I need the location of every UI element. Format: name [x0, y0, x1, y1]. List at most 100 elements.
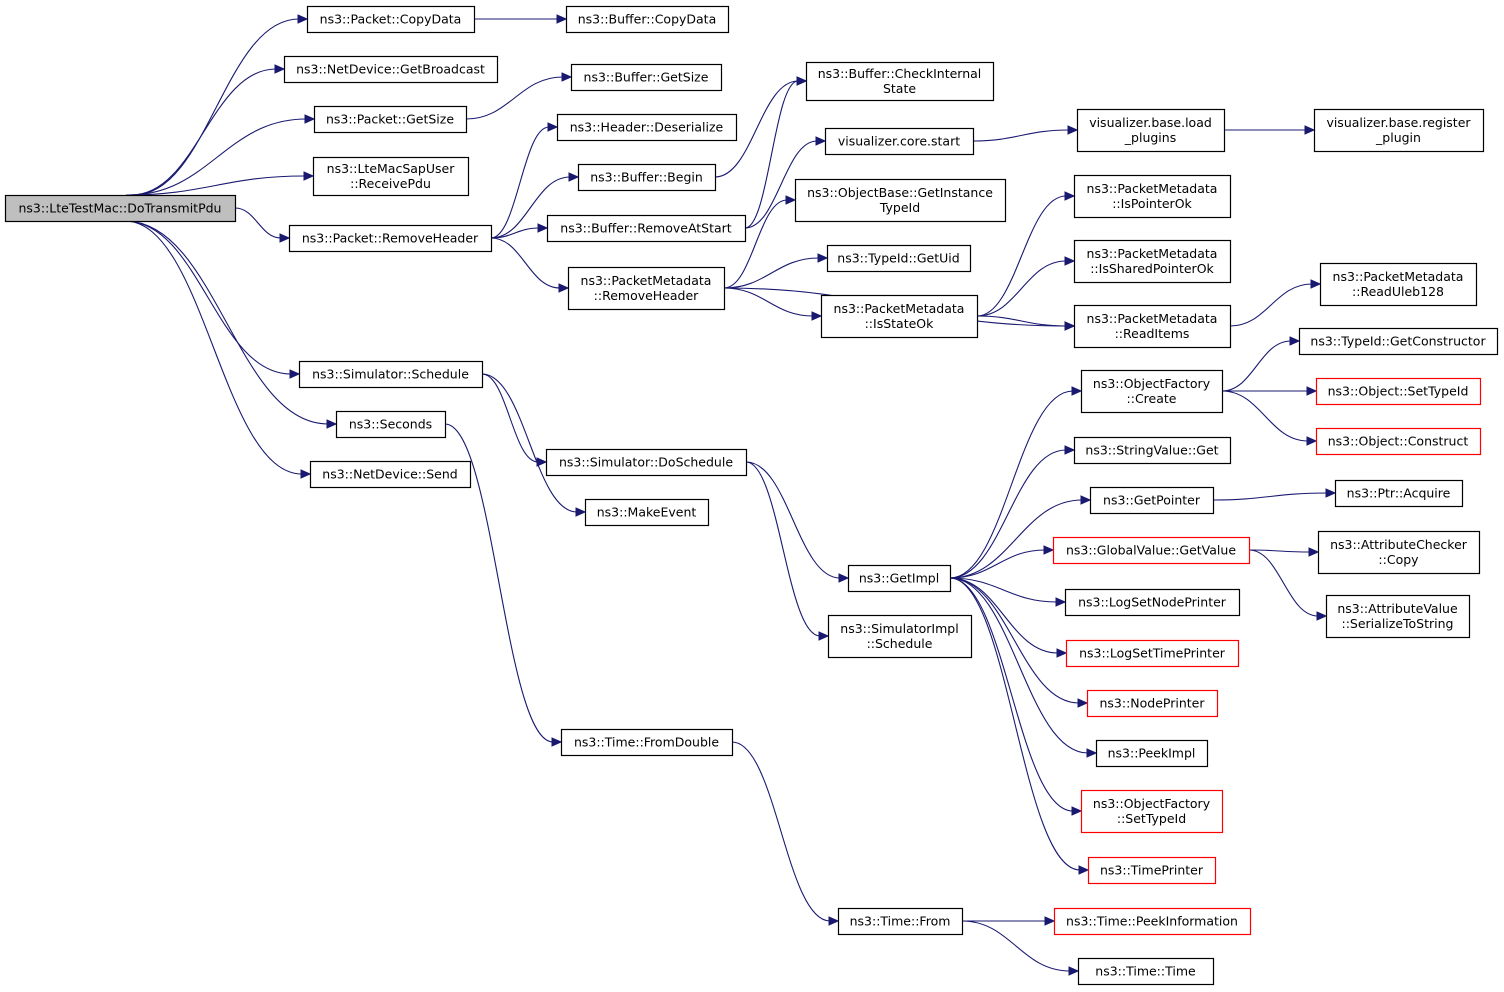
node-buffer-begin[interactable]: ns3::Buffer::Begin — [577, 163, 717, 192]
node-getimpl[interactable]: ns3::GetImpl — [847, 564, 952, 593]
arrowhead — [1064, 191, 1076, 201]
node-label: ns3::Time::Time — [1095, 964, 1196, 979]
node-box — [565, 5, 730, 34]
node-buffer-copydata[interactable]: ns3::Buffer::CopyData — [565, 5, 730, 34]
node-simulator-doschedule[interactable]: ns3::Simulator::DoSchedule — [545, 448, 748, 477]
node-box — [1325, 594, 1471, 639]
node-label: ns3::Packet::GetSize — [326, 112, 454, 127]
edge-pm-isstateok-to-pm-readitems — [976, 315, 1076, 331]
edge-root-to-netdevice-send — [124, 220, 312, 479]
arrowhead — [568, 172, 580, 182]
node-vis-base-load-plugins[interactable]: visualizer.base.load_plugins — [1076, 108, 1226, 153]
node-nodeprinter[interactable]: ns3::NodePrinter — [1086, 689, 1219, 718]
node-makeevent[interactable]: ns3::MakeEvent — [584, 498, 710, 527]
node-object-construct[interactable]: ns3::Object::Construct — [1315, 427, 1482, 456]
node-packet-getsize[interactable]: ns3::Packet::GetSize — [313, 105, 468, 134]
node-label: ns3::AttributeChecker — [1330, 537, 1468, 552]
node-objectfactory-settypeid[interactable]: ns3::ObjectFactory::SetTypeId — [1080, 789, 1224, 834]
node-globalvalue-getvalue[interactable]: ns3::GlobalValue::GetValue — [1052, 536, 1251, 565]
node-getpointer[interactable]: ns3::GetPointer — [1089, 486, 1215, 515]
node-root[interactable]: ns3::LteTestMac::DoTransmitPdu — [4, 194, 237, 223]
node-attributechecker-copy[interactable]: ns3::AttributeChecker::Copy — [1317, 530, 1481, 575]
arrowhead — [297, 14, 309, 24]
node-time-fromdouble[interactable]: ns3::Time::FromDouble — [560, 728, 734, 757]
edge-packet-getsize-to-buffer-getsize — [465, 72, 573, 120]
node-box — [847, 564, 952, 593]
node-simulator-schedule[interactable]: ns3::Simulator::Schedule — [298, 360, 484, 389]
node-box — [1073, 436, 1232, 465]
node-vis-core-start[interactable]: visualizer.core.start — [824, 127, 975, 156]
node-pm-ispointerok[interactable]: ns3::PacketMetadata::IsPointerOk — [1073, 174, 1232, 219]
node-ptr-acquire[interactable]: ns3::Ptr::Acquire — [1334, 479, 1464, 508]
node-objectfactory-create[interactable]: ns3::ObjectFactory::Create — [1080, 369, 1224, 414]
node-box — [556, 113, 738, 142]
node-time-from[interactable]: ns3::Time::From — [837, 907, 964, 936]
arrowhead — [838, 573, 850, 583]
node-object-settypeid[interactable]: ns3::Object::SetTypeId — [1315, 377, 1482, 406]
edge-getimpl-to-logsetnodeprinter — [949, 577, 1067, 607]
node-label: ::SetTypeId — [1117, 811, 1186, 826]
arrowhead — [303, 171, 315, 181]
node-pm-removeheader[interactable]: ns3::PacketMetadata::RemoveHeader — [567, 266, 726, 311]
arrowhead — [1316, 611, 1328, 621]
edge-getpointer-to-ptr-acquire — [1212, 488, 1337, 501]
arrowhead — [1077, 698, 1089, 708]
node-packet-copydata[interactable]: ns3::Packet::CopyData — [306, 5, 476, 34]
node-label: ns3::NodePrinter — [1099, 696, 1205, 711]
edge-root-to-simulator-schedule — [124, 220, 301, 379]
node-label: ns3::PacketMetadata — [834, 301, 965, 316]
edge-seconds-to-time-fromdouble — [444, 423, 563, 747]
node-box — [1077, 957, 1215, 986]
node-netdevice-send[interactable]: ns3::NetDevice::Send — [309, 460, 472, 489]
node-vis-base-register-plugin[interactable]: visualizer.base.register_plugin — [1313, 108, 1485, 153]
node-pm-readuleb128[interactable]: ns3::PacketMetadata::ReadUleb128 — [1319, 262, 1478, 307]
node-label: ns3::SimulatorImpl — [840, 621, 958, 636]
node-label: ns3::NetDevice::Send — [322, 467, 457, 482]
node-box — [546, 214, 747, 243]
arrowhead — [1071, 806, 1083, 816]
node-box — [545, 448, 748, 477]
node-seconds[interactable]: ns3::Seconds — [335, 410, 447, 439]
node-netdevice-getbroadcast[interactable]: ns3::NetDevice::GetBroadcast — [283, 55, 499, 84]
node-pm-readitems[interactable]: ns3::PacketMetadata::ReadItems — [1073, 304, 1232, 349]
arrowhead — [304, 114, 316, 124]
node-packet-removeheader[interactable]: ns3::Packet::RemoveHeader — [288, 224, 493, 253]
node-attributevalue-serializetostring[interactable]: ns3::AttributeValue::SerializeToString — [1325, 594, 1471, 639]
node-pm-issharedpointerok[interactable]: ns3::PacketMetadata::IsSharedPointerOk — [1073, 239, 1232, 284]
edge-vis-core-start-to-vis-base-load-plugins — [972, 125, 1079, 142]
arrowhead — [1306, 436, 1318, 446]
arrowhead — [1078, 865, 1090, 875]
node-typeid-getuid[interactable]: ns3::TypeId::GetUid — [826, 244, 972, 273]
edge-root-to-netdevice-getbroadcast — [131, 64, 286, 196]
edge-getimpl-to-peekimpl — [949, 577, 1098, 758]
node-buffer-removeatstart[interactable]: ns3::Buffer::RemoveAtStart — [546, 214, 747, 243]
edge-objectfactory-create-to-object-construct — [1221, 390, 1318, 446]
node-label: ns3::GetPointer — [1103, 493, 1201, 508]
node-stringvalue-get[interactable]: ns3::StringValue::Get — [1073, 436, 1232, 465]
node-logsettimeprinter[interactable]: ns3::LogSetTimePrinter — [1065, 639, 1240, 668]
node-simulatorimpl-schedule[interactable]: ns3::SimulatorImpl::Schedule — [827, 614, 973, 659]
arrowhead — [575, 507, 587, 517]
node-label: ns3::PacketMetadata — [1087, 181, 1218, 196]
node-label: ns3::Buffer::CheckInternal — [818, 66, 982, 81]
node-typeid-getconstructor[interactable]: ns3::TypeId::GetConstructor — [1298, 327, 1499, 356]
node-pm-isstateok[interactable]: ns3::PacketMetadata::IsStateOk — [820, 294, 979, 339]
edge-pm-removeheader-to-objectbase-getinstancetypeid — [723, 195, 797, 289]
node-box — [309, 460, 472, 489]
node-header-deserialize[interactable]: ns3::Header::Deserialize — [556, 113, 738, 142]
node-box — [1080, 369, 1224, 414]
node-buffer-getsize[interactable]: ns3::Buffer::GetSize — [570, 63, 723, 92]
node-box — [1080, 789, 1224, 834]
edge-time-from-to-time-peekinformation — [962, 916, 1056, 926]
node-logsetnodeprinter[interactable]: ns3::LogSetNodePrinter — [1064, 588, 1241, 617]
node-time-time[interactable]: ns3::Time::Time — [1077, 957, 1215, 986]
node-box — [1315, 427, 1482, 456]
node-time-peekinformation[interactable]: ns3::Time::PeekInformation — [1053, 907, 1252, 936]
node-peekimpl[interactable]: ns3::PeekImpl — [1095, 739, 1209, 768]
node-timeprinter[interactable]: ns3::TimePrinter — [1087, 856, 1217, 885]
edge-simulator-schedule-to-makeevent — [481, 373, 587, 517]
node-box — [1073, 304, 1232, 349]
node-lte-macsapuser-receivepdu[interactable]: ns3::LteMacSapUser::ReceivePdu — [312, 156, 470, 197]
